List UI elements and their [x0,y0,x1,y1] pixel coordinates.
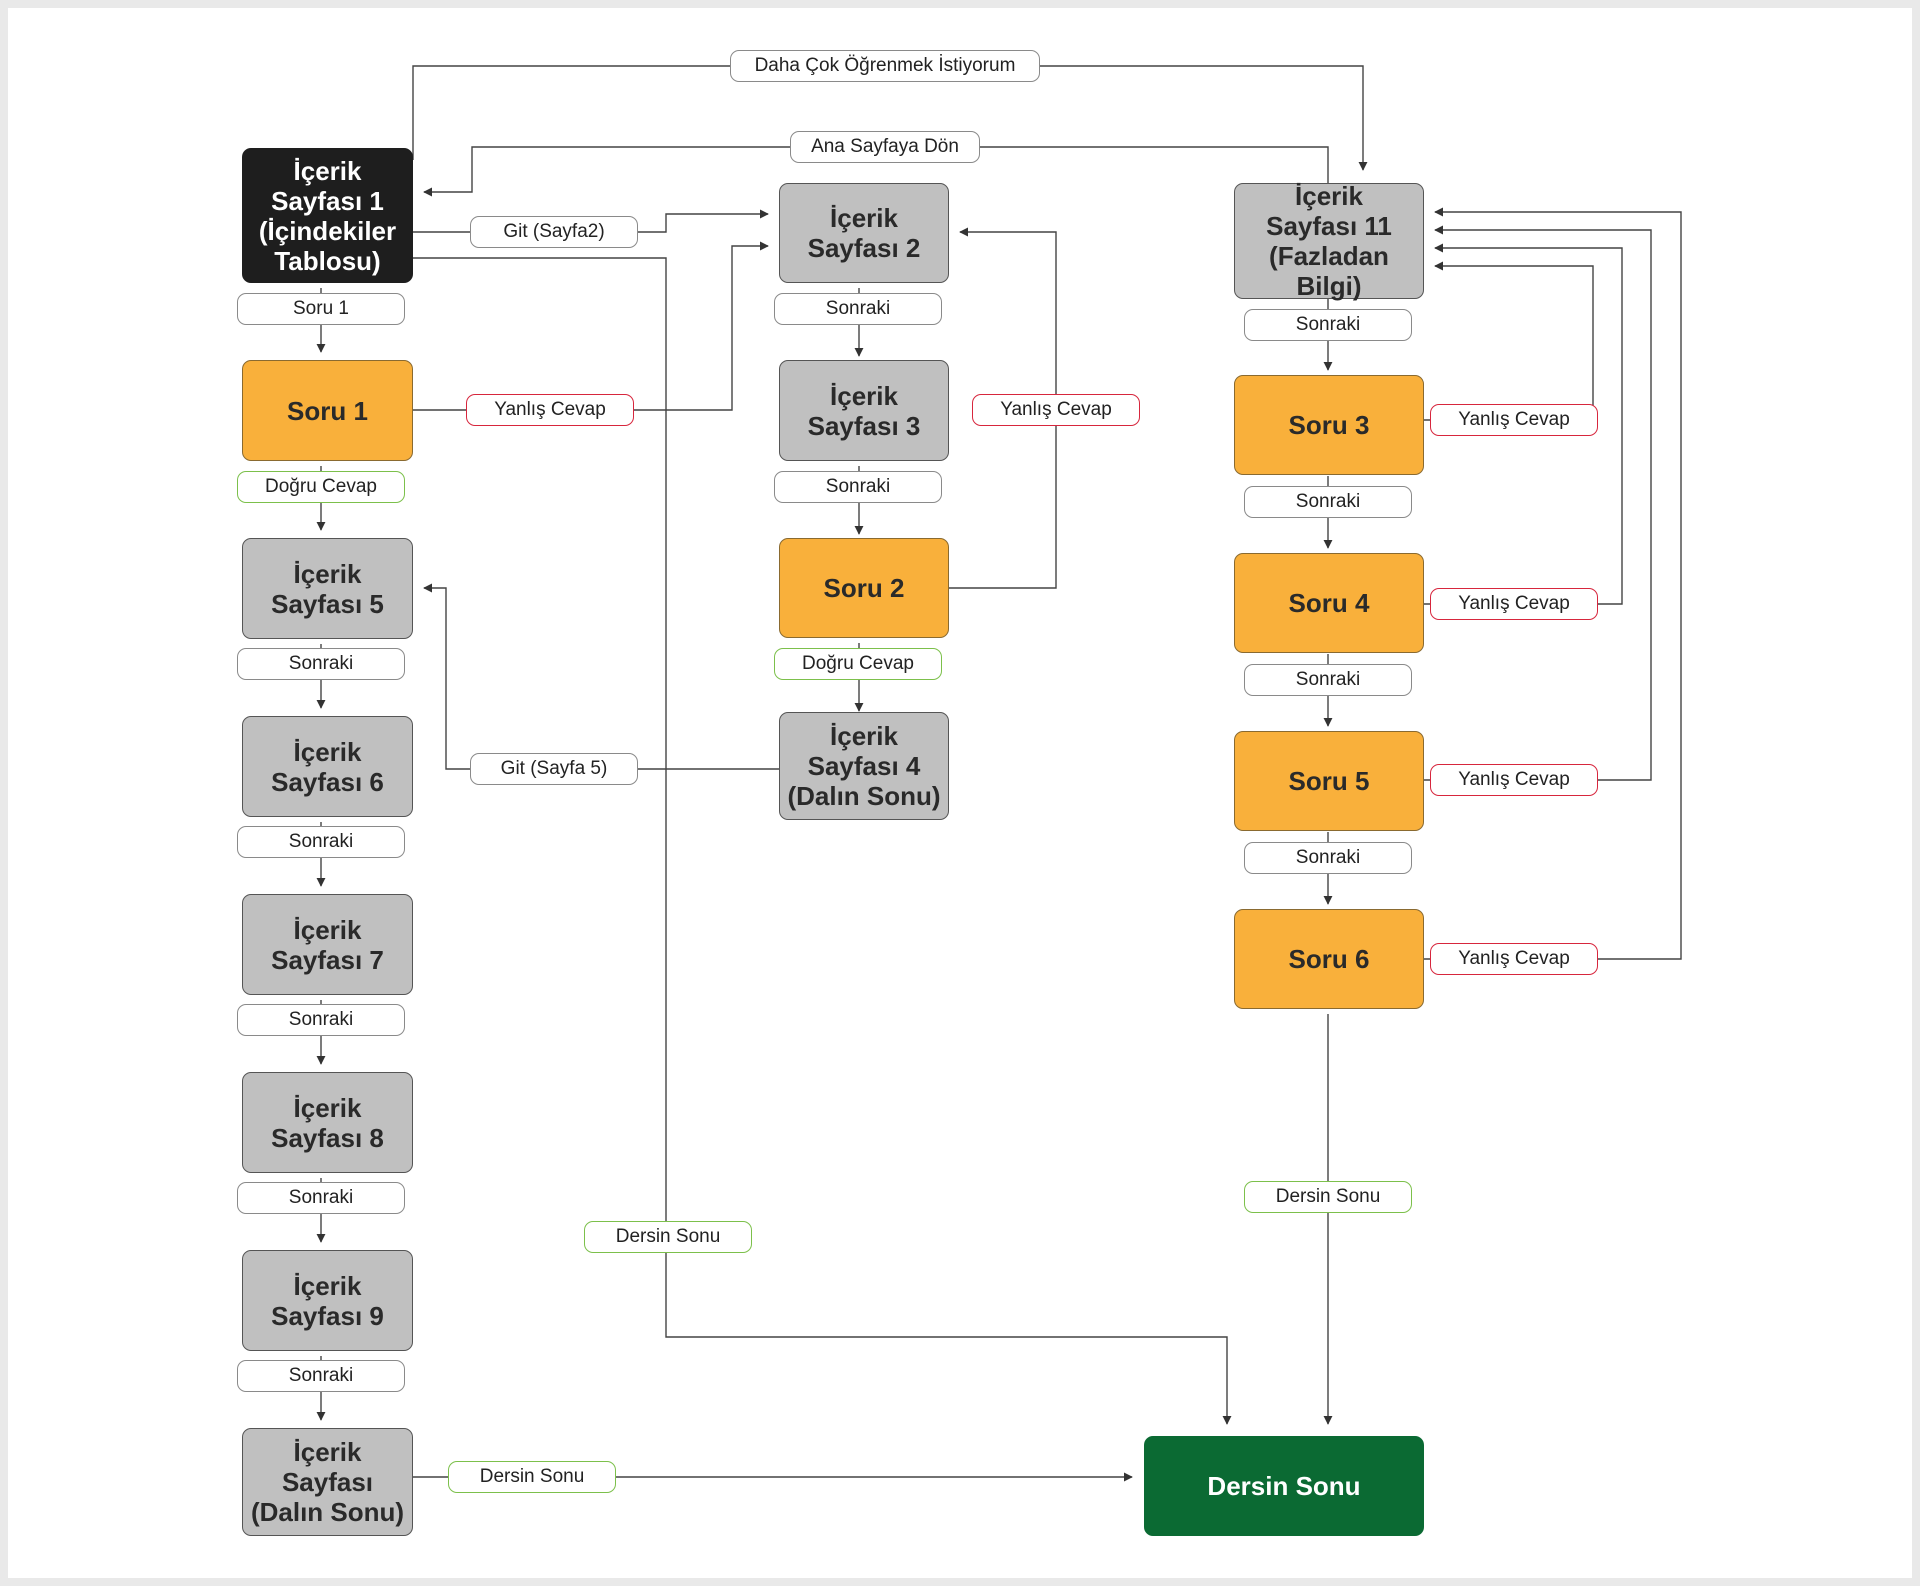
node-content-page-5[interactable]: İçerik Sayfası 5 [242,538,413,639]
label-next-ip11[interactable]: Sonraki [1244,309,1412,341]
connector-ip11-ip1 [423,146,1329,197]
label-next-ip7[interactable]: Sonraki [237,1004,405,1036]
node-content-page-1[interactable]: İçerik Sayfası 1 (İçindekiler Tablosu) [242,148,413,283]
node-content-page-8[interactable]: İçerik Sayfası 8 [242,1072,413,1173]
node-content-page-4[interactable]: İçerik Sayfası 4 (Dalın Sonu) [779,712,949,820]
label-return-home[interactable]: Ana Sayfaya Dön [790,131,980,163]
label-question-1[interactable]: Soru 1 [237,293,405,325]
node-question-1[interactable]: Soru 1 [242,360,413,461]
node-content-page-2[interactable]: İçerik Sayfası 2 [779,183,949,283]
connector-s3-ip11 [1423,261,1594,421]
label-lesson-end-right[interactable]: Dersin Sonu [1244,1181,1412,1213]
node-content-page-branch-end[interactable]: İçerik Sayfası (Dalın Sonu) [242,1428,413,1536]
label-next-ip8[interactable]: Sonraki [237,1182,405,1214]
node-question-2[interactable]: Soru 2 [779,538,949,638]
flowchart-canvas: İçerik Sayfası 1 (İçindekiler Tablosu) S… [8,8,1912,1578]
label-wrong-answer-q3[interactable]: Yanlış Cevap [1430,404,1598,436]
label-lesson-end-middle[interactable]: Dersin Sonu [584,1221,752,1253]
connector-s5-ip11 [1423,225,1652,781]
label-next-s4[interactable]: Sonraki [1244,664,1412,696]
label-next-ip2[interactable]: Sonraki [774,293,942,325]
label-wrong-answer-q1[interactable]: Yanlış Cevap [466,394,634,426]
node-content-page-7[interactable]: İçerik Sayfası 7 [242,894,413,995]
node-content-page-3[interactable]: İçerik Sayfası 3 [779,360,949,461]
label-go-page-5[interactable]: Git (Sayfa 5) [470,753,638,785]
label-next-ip9[interactable]: Sonraki [237,1360,405,1392]
connector-s6-ip11 [1423,207,1682,960]
node-content-page-9[interactable]: İçerik Sayfası 9 [242,1250,413,1351]
label-next-s5[interactable]: Sonraki [1244,842,1412,874]
label-wrong-answer-q5[interactable]: Yanlış Cevap [1430,764,1598,796]
connector-s1-ip2 [413,241,769,411]
label-wrong-answer-q6[interactable]: Yanlış Cevap [1430,943,1598,975]
label-wrong-answer-q2[interactable]: Yanlış Cevap [972,394,1140,426]
node-question-4[interactable]: Soru 4 [1234,553,1424,653]
node-lesson-end[interactable]: Dersin Sonu [1144,1436,1424,1536]
label-next-s3[interactable]: Sonraki [1244,486,1412,518]
label-learn-more[interactable]: Daha Çok Öğrenmek İstiyorum [730,50,1040,82]
label-correct-answer-q1[interactable]: Doğru Cevap [237,471,405,503]
node-content-page-6[interactable]: İçerik Sayfası 6 [242,716,413,817]
node-question-6[interactable]: Soru 6 [1234,909,1424,1009]
label-go-page-2[interactable]: Git (Sayfa2) [470,216,638,248]
connector-ip4-ip5 [423,583,779,770]
label-next-ip3[interactable]: Sonraki [774,471,942,503]
connector-ip1-end [413,257,1232,1425]
label-correct-answer-q2[interactable]: Doğru Cevap [774,648,942,680]
label-next-ip5[interactable]: Sonraki [237,648,405,680]
label-next-ip6[interactable]: Sonraki [237,826,405,858]
node-question-5[interactable]: Soru 5 [1234,731,1424,831]
node-content-page-11[interactable]: İçerik Sayfası 11 (Fazladan Bilgi) [1234,181,1424,301]
label-lesson-end-left[interactable]: Dersin Sonu [448,1461,616,1493]
node-question-3[interactable]: Soru 3 [1234,375,1424,475]
label-wrong-answer-q4[interactable]: Yanlış Cevap [1430,588,1598,620]
